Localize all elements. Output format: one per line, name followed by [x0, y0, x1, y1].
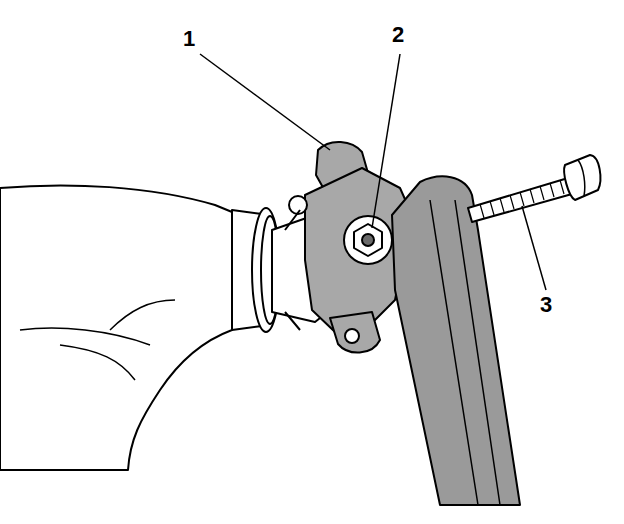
forcing-screw	[468, 155, 600, 222]
tool-bar	[392, 176, 520, 505]
leader-lines	[200, 54, 546, 290]
screw-shank	[468, 178, 572, 222]
screw-head-flat	[578, 160, 585, 196]
flange-ear-bottom	[330, 312, 380, 353]
bolt-hole	[345, 329, 359, 343]
nut-hex	[354, 224, 382, 256]
axle-housing	[0, 185, 280, 470]
screw-head	[564, 155, 600, 200]
housing-shading	[20, 300, 175, 380]
housing-body	[0, 185, 232, 470]
pinion-nut	[344, 216, 392, 264]
tool-bar-edge	[430, 200, 500, 505]
leader-line	[522, 206, 546, 290]
flange-web	[285, 210, 300, 330]
leader-line	[372, 54, 400, 228]
callout-number: 1	[183, 28, 195, 50]
nut-center	[362, 234, 374, 246]
screw-thread	[480, 180, 564, 218]
callout-number: 3	[540, 294, 552, 316]
holding-tool	[344, 176, 520, 505]
pinion-flange	[272, 142, 412, 353]
leader-line	[200, 54, 330, 150]
callout-number: 2	[392, 24, 404, 46]
